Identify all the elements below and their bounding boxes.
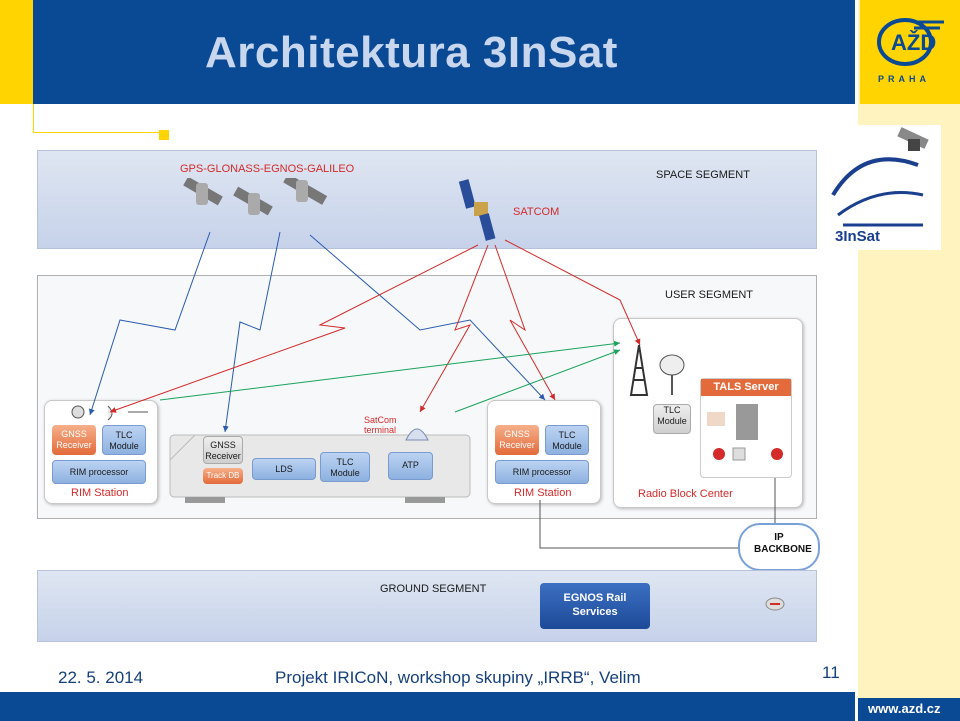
satcom-satellite-icon [458,179,496,241]
azd-logo-icon: AŽD [877,18,944,66]
rim-left-tlc-module: TLC Module [102,425,146,455]
rbc-label: Radio Block Center [638,488,733,500]
page-title: Architektura 3InSat [205,28,618,77]
server-icon [707,404,783,461]
rim-antennas-icon [71,405,148,421]
page-number: 11 [822,663,840,682]
footer-project: Projekt IRICoN, workshop skupiny „IRRB“,… [275,668,641,687]
rim-right-gnss-receiver: GNSS Receiver [495,425,539,455]
accent-line [33,132,163,133]
accent-square [159,130,169,140]
web-bar [858,698,960,721]
rim-right-processor: RIM processor [495,460,589,484]
footer-date: 22. 5. 2014 [58,668,144,687]
3insat-logo-text: 3InSat [835,228,881,245]
ground-segment-label: GROUND SEGMENT [380,583,487,595]
rim-left-gnss-receiver: GNSS Receiver [52,425,96,455]
ground-segment-panel [37,570,817,642]
satcom-terminal-label: SatCom terminal [364,415,397,435]
egnos-rail-services: EGNOS Rail Services [540,583,650,629]
tals-server-box: TALS Server [700,378,792,478]
train-atp: ATP [388,452,433,480]
rim-left-label: RIM Station [71,487,129,499]
satcom-terminal-icon [405,428,429,441]
train-gnss-receiver: GNSS Receiver [203,436,243,464]
rim-right-label: RIM Station [514,487,572,499]
gnss-satellites-icon [183,178,328,216]
space-segment-label: SPACE SEGMENT [656,169,750,181]
gnss-constellation-label: GPS-GLONASS-EGNOS-GALILEO [180,163,355,175]
header-bar [0,0,855,104]
accent-line [33,104,34,132]
footer-area [0,650,855,692]
azd-logo-text: PRAHA [878,74,931,84]
footer-bar [0,692,855,721]
rbc-tlc-module: TLC Module [653,404,691,434]
rim-right-tlc-module: TLC Module [545,425,589,455]
user-segment-label: USER SEGMENT [665,289,754,301]
azd-logo: AŽD [860,0,960,104]
header-accent [0,0,33,104]
train-lds: LDS [252,458,316,480]
antenna-tower-icon [629,344,685,396]
train-satellite-icon [831,127,929,227]
ip-backbone-label: IP BACKBONE [754,532,812,555]
website-link[interactable]: www.azd.cz [868,701,941,716]
space-segment-panel [37,150,817,249]
tals-server-title: TALS Server [701,379,791,396]
router-icon [765,597,785,611]
train-tlc-module: TLC Module [320,452,370,482]
3insat-logo: 3InSat [823,125,941,250]
rim-left-processor: RIM processor [52,460,146,484]
satcom-label: SATCOM [513,206,560,218]
train-track-db: Track DB [203,468,243,484]
ip-backbone-cloud: IP BACKBONE [738,523,820,571]
side-panel [858,0,960,721]
svg-text:AŽD: AŽD [891,30,936,55]
